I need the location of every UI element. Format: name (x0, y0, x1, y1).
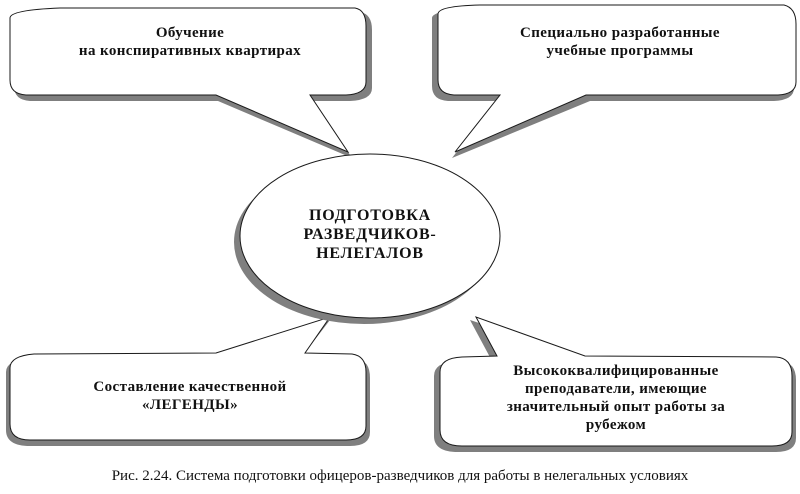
callout-top-right-body (437, 4, 797, 153)
callout-top-right-label: Специально разработанные учебные програм… (520, 25, 720, 59)
center-node-body (239, 153, 501, 319)
callout-bottom-left-body (9, 316, 367, 441)
callout-top-left (9, 7, 372, 158)
callout-top-left-body (9, 7, 367, 154)
figure-caption: Рис. 2.24. Система подготовки офицеров-р… (111, 468, 689, 484)
callout-top-right (432, 4, 797, 158)
callout-bottom-left (6, 316, 370, 446)
callout-bottom-left-label: Составление качественной «ЛЕГЕНДЫ» (93, 379, 287, 413)
callout-bottom-right (434, 316, 796, 452)
callout-bottom-right-label: Высококвалифицированные преподаватели, и… (506, 363, 726, 433)
center-node-label: ПОДГОТОВКА РАЗВЕДЧИКОВ- НЕЛЕГАЛОВ (303, 207, 437, 262)
callout-bottom-right-body (439, 316, 793, 447)
center-node (234, 153, 501, 324)
callout-top-left-label: Обучение на конспиративных квартирах (78, 25, 302, 59)
